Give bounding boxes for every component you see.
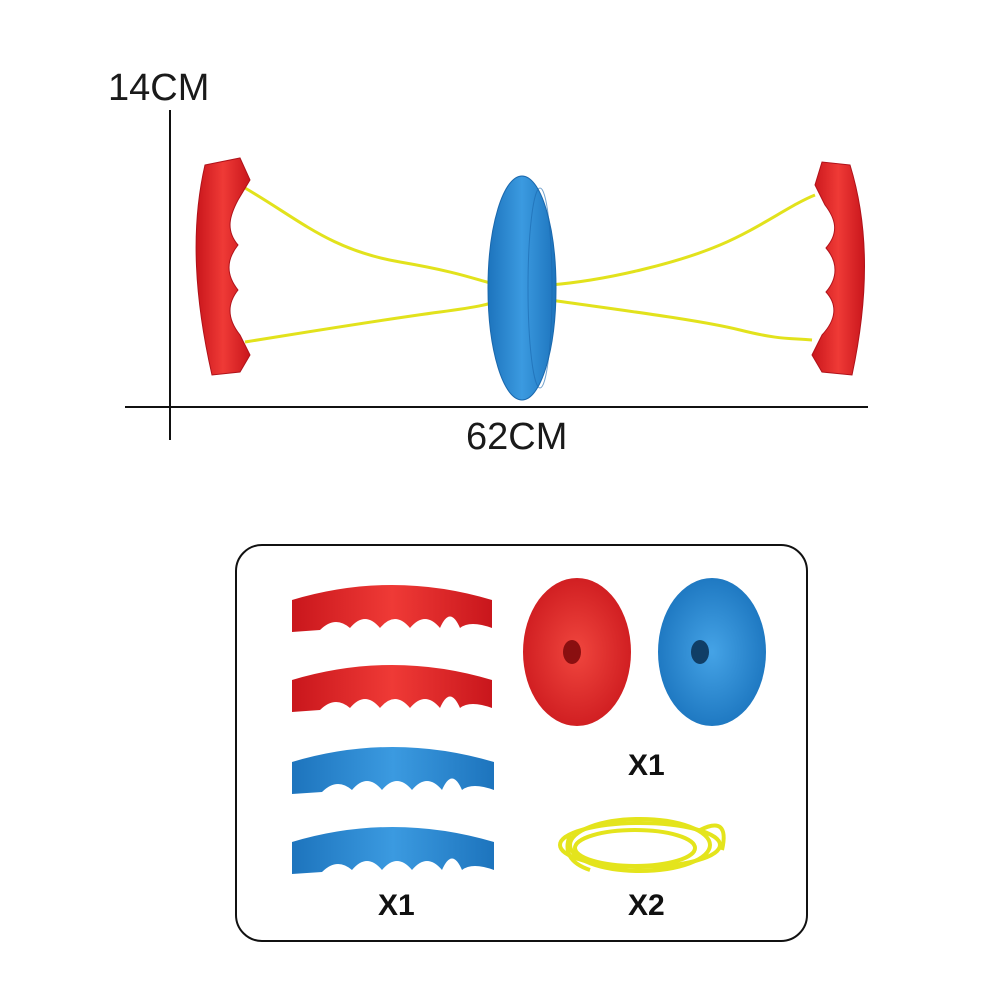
blue-handle-piece	[292, 827, 494, 874]
handle-pieces	[292, 585, 494, 874]
disc-pieces	[523, 578, 766, 726]
rope-coil	[558, 817, 726, 873]
red-handle-piece	[292, 585, 492, 632]
width-dimension-label: 62CM	[466, 416, 567, 458]
assembled-toy	[195, 157, 865, 401]
height-dimension-label: 14CM	[108, 67, 209, 109]
discs-quantity-label: X1	[628, 749, 665, 782]
handles-quantity-label: X1	[378, 889, 415, 922]
right-red-handle	[811, 161, 865, 376]
blue-disc-side-view	[487, 175, 557, 401]
red-handle-piece	[292, 665, 492, 712]
rope-quantity-label: X2	[628, 889, 665, 922]
blue-handle-piece	[292, 747, 494, 794]
left-red-handle	[195, 157, 251, 376]
blue-disc	[658, 578, 766, 726]
